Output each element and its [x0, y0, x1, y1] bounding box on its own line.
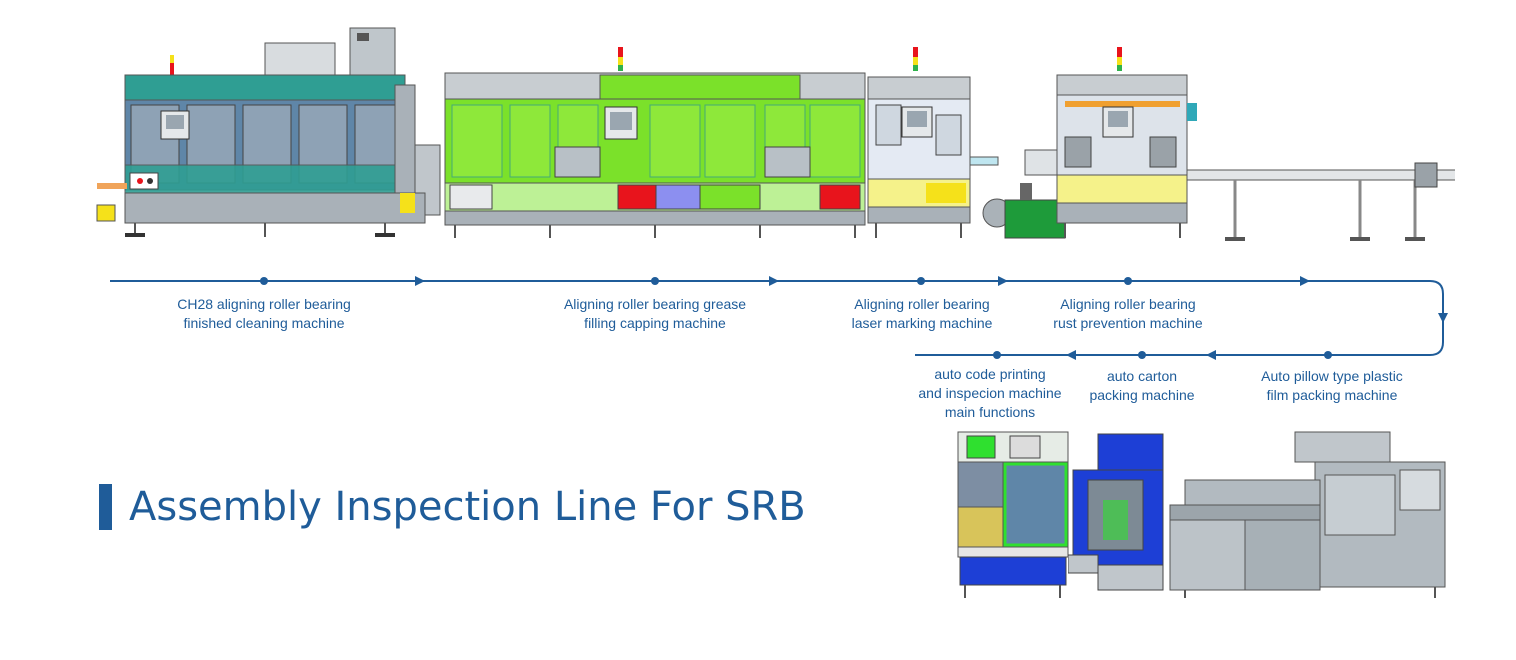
step-label-laser-marking: Aligning roller bearing laser marking ma…: [851, 296, 993, 331]
flow-arrow: [415, 276, 425, 286]
laser-marking-machine-illustration: [867, 47, 999, 238]
step-label-rust-prevention: Aligning roller bearing rust prevention …: [1053, 296, 1203, 331]
step-label-carton-packing: auto carton packing machine: [1089, 368, 1195, 403]
step-label-cleaning: CH28 aligning roller bearing finished cl…: [177, 296, 351, 331]
page-title: Assembly Inspection Line For SRB: [129, 484, 806, 530]
step-label-pillow-packing: Auto pillow type plastic film packing ma…: [1261, 368, 1403, 403]
flow-arrow: [1066, 350, 1076, 360]
flow-arrow: [998, 276, 1008, 286]
flow-node: [993, 351, 1001, 359]
step-label-code-printing: auto code printing and inspecion machine…: [918, 366, 1062, 420]
title-accent-bar: [99, 484, 112, 530]
flow-node: [1138, 351, 1146, 359]
flow-node: [917, 277, 925, 285]
carton-packing-machine-illustration: [1068, 433, 1164, 591]
rust-prevention-machine-illustration: [982, 47, 1455, 241]
flow-node: [260, 277, 268, 285]
flow-arrow: [769, 276, 779, 286]
flow-node: [1324, 351, 1332, 359]
step-label-grease-filling: Aligning roller bearing grease filling c…: [563, 296, 747, 331]
pillow-film-packing-machine-illustration: [1169, 431, 1446, 598]
flow-node: [651, 277, 659, 285]
flow-arrow: [1438, 313, 1448, 323]
grease-filling-capping-machine-illustration: [444, 47, 866, 238]
flow-arrow: [1206, 350, 1216, 360]
flow-node: [1124, 277, 1132, 285]
flow-arrow: [1300, 276, 1310, 286]
code-printing-inspection-machine-illustration: [957, 431, 1069, 598]
cleaning-machine-illustration: [96, 27, 441, 237]
